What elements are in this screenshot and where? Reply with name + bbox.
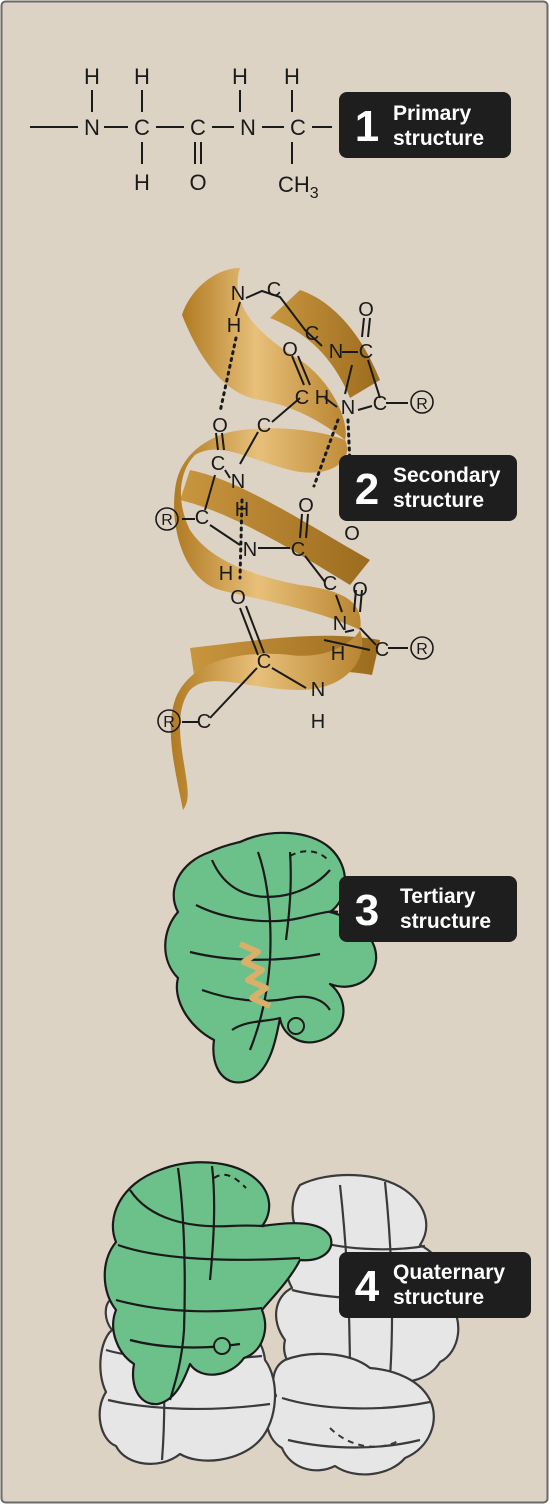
level-title: Secondary: [393, 464, 501, 487]
svg-text:R: R: [416, 641, 428, 658]
helix-backbone-atoms: N C H O C N C O C H N C C O C N H C O O …: [155, 279, 434, 733]
atom-c: C: [323, 573, 337, 595]
r-group: R: [157, 709, 181, 733]
alpha-helix-ribbon: [170, 268, 380, 810]
level-number: 4: [355, 1262, 380, 1311]
level-4-badge: 4 Quaternary structure: [339, 1252, 531, 1318]
atom-c: C: [197, 711, 211, 733]
level-subtitle: structure: [400, 910, 491, 933]
atom-h: H: [84, 64, 100, 89]
atom-o: O: [358, 299, 374, 321]
level-title: Tertiary: [400, 885, 476, 908]
r-group: R: [410, 636, 434, 660]
atom-n: N: [329, 341, 343, 363]
atom-n: N: [231, 471, 245, 493]
atom-c: C: [291, 539, 305, 561]
atom-c: C: [211, 453, 225, 475]
atom-n: N: [333, 613, 347, 635]
tertiary-protein-fold: [164, 831, 378, 1084]
atom-o: O: [344, 523, 360, 545]
atom-o: O: [352, 579, 368, 601]
atom-h: H: [227, 315, 241, 337]
atom-o: O: [189, 170, 206, 195]
atom-c: C: [267, 279, 281, 301]
atom-n: N: [341, 397, 355, 419]
atom-o: O: [212, 415, 228, 437]
level-2-badge: 2 Secondary structure: [339, 455, 517, 521]
atom-c: C: [257, 415, 271, 437]
atom-h: H: [219, 563, 233, 585]
level-subtitle: structure: [393, 489, 484, 512]
level-number: 2: [355, 465, 379, 514]
atom-o: O: [230, 587, 246, 609]
atom-c: C: [375, 639, 389, 661]
atom-o: O: [282, 339, 298, 361]
atom-n: N: [240, 115, 256, 140]
atom-h: H: [134, 64, 150, 89]
level-3-badge: 3 Tertiary structure: [339, 876, 517, 942]
level-title: Primary: [393, 102, 472, 125]
svg-text:R: R: [161, 512, 173, 529]
atom-c: C: [359, 341, 373, 363]
level-number: 3: [355, 886, 379, 935]
atom-n: N: [243, 539, 257, 561]
atom-ch3: CH3: [278, 172, 319, 202]
level-subtitle: structure: [393, 1286, 484, 1309]
atom-c: C: [373, 393, 387, 415]
atom-h: H: [134, 170, 150, 195]
atom-h: H: [311, 711, 325, 733]
atom-h: H: [235, 499, 249, 521]
atom-c: C: [290, 115, 306, 140]
level-number: 1: [355, 102, 379, 151]
atom-o: O: [298, 495, 314, 517]
atom-c: C: [134, 115, 150, 140]
level-1-badge: 1 Primary structure: [339, 92, 511, 158]
atom-n: N: [311, 679, 325, 701]
atom-c: C: [305, 323, 319, 345]
atom-n: N: [231, 283, 245, 305]
r-group: R: [410, 390, 434, 414]
atom-h: H: [232, 64, 248, 89]
atom-h: H: [284, 64, 300, 89]
atom-c: C: [195, 507, 209, 529]
level-title: Quaternary: [393, 1261, 505, 1284]
level-subtitle: structure: [393, 127, 484, 150]
atom-c: C: [295, 387, 309, 409]
atom-c: C: [190, 115, 206, 140]
atom-c: C: [257, 651, 271, 673]
atom-h: H: [315, 387, 329, 409]
r-group: R: [155, 507, 179, 531]
atom-h: H: [331, 643, 345, 665]
svg-text:R: R: [416, 396, 428, 413]
atom-n: N: [84, 115, 100, 140]
svg-text:R: R: [163, 714, 175, 731]
primary-structure-formula: H H H H N C C N C H O CH3: [30, 64, 332, 202]
